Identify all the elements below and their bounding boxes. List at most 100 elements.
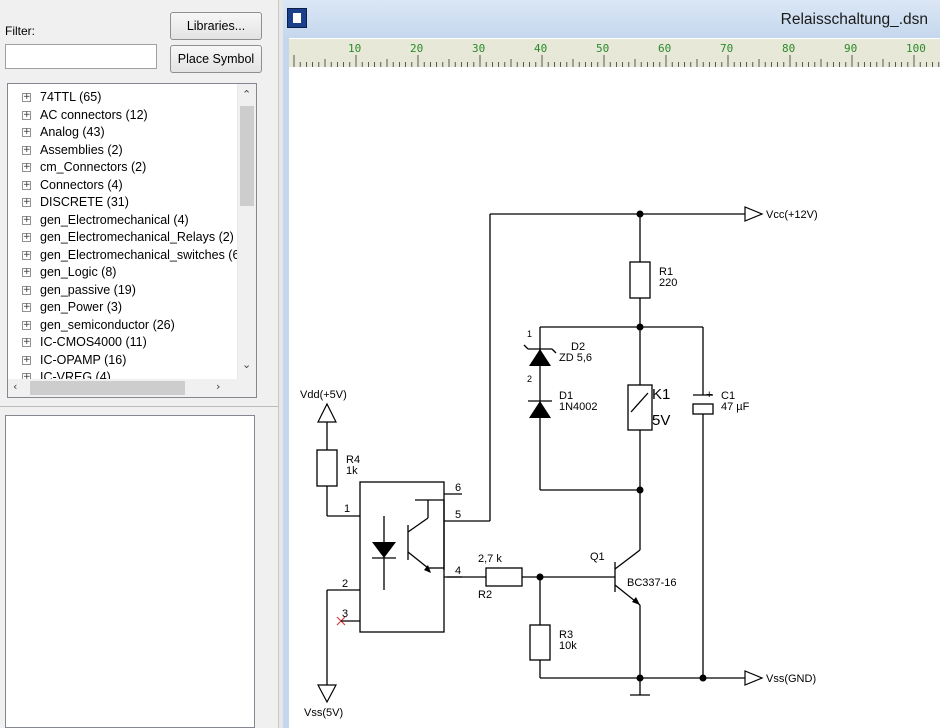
ruler-label: 60 — [658, 42, 671, 55]
document-title: Relaisschaltung_.dsn — [780, 11, 928, 28]
phototransistor-collector — [407, 517, 429, 533]
opto-pin-2: 2 — [342, 578, 348, 590]
filter-input[interactable] — [5, 44, 157, 69]
diode-d1[interactable] — [529, 401, 551, 418]
r3-value: 10k — [559, 640, 577, 652]
canvas-frame — [283, 38, 289, 728]
panel-splitter[interactable] — [0, 406, 283, 407]
d2-pin-2: 2 — [527, 374, 532, 384]
expand-icon[interactable]: + — [22, 127, 31, 137]
q1-ref: Q1 — [590, 551, 605, 563]
vcc-port[interactable] — [744, 206, 764, 222]
library-tree-item[interactable]: +gen_Electromechanical_Relays (2) — [18, 229, 238, 247]
library-tree-item[interactable]: + gen_Logic (8) — [18, 264, 238, 282]
vdd-label: Vdd(+5V) — [300, 389, 347, 401]
resistor-r4[interactable] — [316, 449, 338, 487]
vss-gnd-port[interactable] — [744, 670, 764, 686]
library-tree-item[interactable]: +IC-OPAMP (16) — [18, 352, 238, 370]
expand-icon[interactable]: + — [22, 267, 31, 277]
scroll-thumb[interactable] — [240, 106, 254, 206]
resistor-r2[interactable] — [485, 567, 523, 587]
k1-ref: K1 — [652, 386, 670, 403]
expand-icon[interactable]: + — [22, 337, 31, 347]
library-tree[interactable]: +74TTL (65)+AC connectors (12)+Analog (4… — [7, 83, 257, 398]
expand-icon[interactable]: + — [22, 197, 31, 207]
libraries-button[interactable]: Libraries... — [170, 12, 262, 40]
expand-icon[interactable]: + — [22, 354, 31, 365]
tree-vertical-scrollbar[interactable]: ⌃ ⌄ — [237, 84, 256, 380]
expand-icon[interactable]: + — [22, 92, 31, 102]
junction-dot — [636, 674, 644, 682]
scroll-left-icon[interactable]: ‹ — [13, 380, 18, 393]
r4-value: 1k — [346, 465, 358, 477]
resistor-r1[interactable] — [629, 261, 651, 299]
expand-icon[interactable]: + — [22, 319, 31, 330]
expand-icon[interactable]: + — [22, 249, 31, 260]
q1-emitter-arrow — [632, 597, 640, 605]
scroll-up-icon[interactable]: ⌃ — [242, 88, 252, 101]
library-tree-item[interactable]: +Connectors (4) — [18, 177, 238, 195]
library-tree-item[interactable]: + gen_semiconductor (26) — [18, 317, 238, 335]
expand-icon[interactable]: + — [22, 214, 31, 225]
library-tree-item-label: 74TTL (65) — [40, 90, 102, 104]
ruler-label: 70 — [720, 42, 733, 55]
library-tree-list: +74TTL (65)+AC connectors (12)+Analog (4… — [18, 89, 238, 387]
ruler-label: 20 — [410, 42, 423, 55]
opto-led[interactable] — [372, 542, 396, 558]
library-tree-item[interactable]: +gen_Power (3) — [18, 299, 238, 317]
library-tree-item-label: AC connectors (12) — [40, 107, 148, 122]
expand-icon[interactable]: + — [22, 144, 31, 155]
zener-bar — [523, 344, 529, 350]
library-tree-item[interactable]: +DISCRETE (31) — [18, 194, 238, 212]
scroll-thumb-horizontal[interactable] — [30, 381, 185, 395]
expand-icon[interactable]: + — [22, 162, 31, 172]
document-titlebar[interactable]: Relaisschaltung_.dsn — [283, 0, 940, 38]
d2-value: ZD 5,6 — [559, 352, 592, 364]
tree-horizontal-scrollbar[interactable]: ‹ › — [8, 379, 238, 397]
q1-value: BC337-16 — [627, 577, 677, 589]
panel-divider[interactable] — [278, 0, 284, 728]
ruler-label: 30 — [472, 42, 485, 55]
library-tree-item[interactable]: + gen_Electromechanical (4) — [18, 212, 238, 230]
expand-icon[interactable]: + — [22, 232, 31, 242]
phototransistor-emitter — [407, 551, 429, 569]
place-symbol-button[interactable]: Place Symbol — [170, 45, 262, 73]
c1-value: 47 µF — [721, 401, 750, 413]
d2-pin-1: 1 — [527, 329, 532, 339]
vdd-port[interactable] — [317, 402, 337, 423]
library-tree-item-label: gen_semiconductor (26) — [40, 317, 175, 332]
library-tree-item[interactable]: +Analog (43) — [18, 124, 238, 142]
library-tree-item[interactable]: +gen_Electromechanical_switches (6) — [18, 247, 238, 265]
expand-icon[interactable]: + — [22, 109, 31, 120]
k1-value: 5V — [652, 412, 670, 429]
phototransistor-arrow — [424, 565, 431, 573]
library-tree-item[interactable]: +Assemblies (2) — [18, 142, 238, 160]
library-panel: Filter: Libraries... Place Symbol +74TTL… — [0, 0, 283, 728]
scroll-right-icon[interactable]: › — [216, 380, 221, 393]
c1-ref: C1 — [721, 390, 735, 402]
expand-icon[interactable]: + — [22, 179, 31, 190]
opto-pin-1: 1 — [344, 503, 350, 515]
capacitor-c1[interactable] — [692, 403, 714, 415]
relay-k1[interactable] — [627, 384, 653, 431]
schematic-canvas[interactable]: Vcc(+12V) Vss(GND) Vdd(+5V) Vss(5V) R1 2… — [289, 67, 940, 728]
zener-d2[interactable] — [529, 349, 551, 366]
library-tree-item[interactable]: +cm_Connectors (2) — [18, 159, 238, 177]
vss5-port[interactable] — [317, 684, 337, 704]
library-tree-item[interactable]: +74TTL (65) — [18, 89, 238, 107]
library-tree-item[interactable]: +gen_passive (19) — [18, 282, 238, 300]
expand-icon[interactable]: + — [22, 302, 31, 312]
library-tree-item[interactable]: + AC connectors (12) — [18, 107, 238, 125]
schematic-drawing: Vcc(+12V) Vss(GND) Vdd(+5V) Vss(5V) R1 2… — [300, 206, 818, 719]
library-tree-item[interactable]: +IC-CMOS4000 (11) — [18, 334, 238, 352]
opto-pin-3: 3 — [342, 608, 348, 620]
scroll-down-icon[interactable]: ⌄ — [242, 358, 252, 371]
library-tree-item-label: gen_Logic (8) — [40, 265, 117, 279]
ruler-label: 90 — [844, 42, 857, 55]
resistor-r3[interactable] — [529, 624, 551, 661]
app-icon[interactable] — [287, 8, 307, 28]
expand-icon[interactable]: + — [22, 284, 31, 295]
library-tree-item-label: gen_Electromechanical (4) — [40, 212, 189, 227]
vss-gnd-label: Vss(GND) — [766, 673, 816, 685]
